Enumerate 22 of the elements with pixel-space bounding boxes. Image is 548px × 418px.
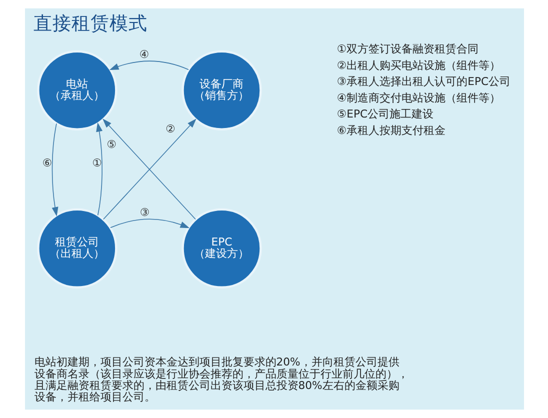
node-circle: 电站（承租人） <box>36 50 117 131</box>
label: ⑥承租人按期支付租金 <box>336 124 446 137</box>
label: ②出租人购买电站设施（组件等） <box>336 58 500 72</box>
arrow <box>51 123 58 216</box>
edge-label: ④ <box>138 48 149 62</box>
node-circle: EPC（建设方） <box>181 208 262 289</box>
edge-label: ③ <box>139 206 150 220</box>
label: ①双方签订设备融资租赁合同 <box>336 42 478 56</box>
edge-label: ① <box>92 156 102 170</box>
node-circle: 租赁公司（出租人） <box>36 208 117 289</box>
edge-label: ⑥ <box>42 156 52 170</box>
arrow <box>108 60 188 70</box>
label: ③承租人选择出租人认可的EPC公司 <box>336 75 510 88</box>
label: ④制造商交付电站设施（组件等） <box>336 91 500 104</box>
arrow <box>96 122 102 216</box>
label: 电站初建期，项目公司资本金达到项目批复要求的20%，并向租赁公司提供设备商名录（该目录应该是行业协会推荐的，产品质量位于行业前几位的），且满足融资租赁要求的，由租赁公司出资该项目总投资80%左右的金额采购设备，并租给项目公司。 <box>34 356 408 404</box>
diagram-title: 直接租赁模式 <box>32 13 147 34</box>
arrow <box>110 218 190 228</box>
edge-label: ⑤ <box>106 138 116 152</box>
edge-label: ② <box>165 122 175 136</box>
label: ⑤EPC公司施工建设 <box>336 108 434 121</box>
node-circle: 设备厂商（销售方） <box>181 50 262 131</box>
